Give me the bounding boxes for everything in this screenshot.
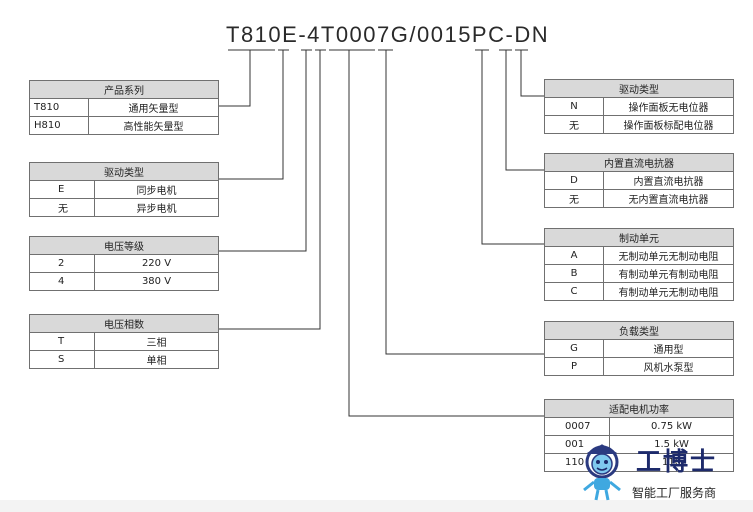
code-cell: 无	[544, 189, 604, 208]
code-cell: B	[544, 264, 604, 283]
code-cell: 无	[544, 115, 604, 134]
code-cell: D	[544, 171, 604, 190]
code-cell: 4	[29, 272, 95, 291]
desc-cell: 同步电机	[94, 180, 219, 199]
desc-cell: 无制动单元无制动电阻	[603, 246, 734, 265]
code-cell: T	[29, 332, 95, 351]
table-title: 驱动类型	[544, 79, 734, 98]
brand-name: 工博士	[636, 447, 718, 476]
code-cell: A	[544, 246, 604, 265]
connector-brake	[481, 50, 544, 245]
desc-cell: 380 V	[94, 272, 219, 291]
table-title: 驱动类型	[29, 162, 219, 181]
table-title: 产品系列	[29, 80, 219, 99]
connector-phase	[218, 50, 321, 330]
connector-voltage	[218, 50, 307, 252]
connector-load	[385, 50, 544, 355]
table-title: 电压等级	[29, 236, 219, 255]
table-title: 内置直流电抗器	[544, 153, 734, 172]
code-cell: 2	[29, 254, 95, 273]
desc-cell: 通用矢量型	[88, 98, 219, 117]
code-cell: E	[29, 180, 95, 199]
desc-cell: 操作面板无电位器	[603, 97, 734, 116]
desc-cell: 通用型	[603, 339, 734, 358]
code-cell: C	[544, 282, 604, 301]
desc-cell: 异步电机	[94, 198, 219, 217]
code-cell: 0007	[544, 417, 610, 436]
desc-cell: 风机水泵型	[603, 357, 734, 376]
connector-panel	[520, 50, 544, 97]
table-row: 无异步电机	[29, 198, 219, 217]
model-code: T810E-4T0007G/0015PC-DN	[226, 22, 550, 47]
table-title: 电压相数	[29, 314, 219, 333]
desc-cell: 内置直流电抗器	[603, 171, 734, 190]
code-cell: H810	[29, 116, 89, 135]
table-title: 负载类型	[544, 321, 734, 340]
desc-cell: 110	[609, 453, 734, 472]
connector-series	[218, 50, 251, 107]
desc-cell: 高性能矢量型	[88, 116, 219, 135]
desc-cell: 无内置直流电抗器	[603, 189, 734, 208]
desc-cell: 单相	[94, 350, 219, 369]
desc-cell: 三相	[94, 332, 219, 351]
table-title: 制动单元	[544, 228, 734, 247]
watermark-logo: 工博士 智能工厂服务商	[580, 440, 750, 506]
code-cell: N	[544, 97, 604, 116]
desc-cell: 操作面板标配电位器	[603, 115, 734, 134]
desc-cell: 220 V	[94, 254, 219, 273]
code-cell: S	[29, 350, 95, 369]
table-title: 适配电机功率	[544, 399, 734, 418]
desc-cell: 0.75 kW	[609, 417, 734, 436]
desc-cell: 有制动单元无制动电阻	[603, 282, 734, 301]
code-cell: G	[544, 339, 604, 358]
code-cell: T810	[29, 98, 89, 117]
code-cell: P	[544, 357, 604, 376]
bottom-strip	[0, 500, 753, 512]
connector-drive	[218, 50, 284, 180]
table-row: 无无内置直流电抗器	[544, 189, 734, 208]
code-cell: 无	[29, 198, 95, 217]
connector-power	[348, 50, 544, 417]
mascot-icon	[583, 444, 621, 501]
connector-reactor	[505, 50, 544, 171]
desc-cell: 有制动单元有制动电阻	[603, 264, 734, 283]
brand-tagline: 智能工厂服务商	[632, 486, 717, 500]
table-row: 无操作面板标配电位器	[544, 115, 734, 134]
